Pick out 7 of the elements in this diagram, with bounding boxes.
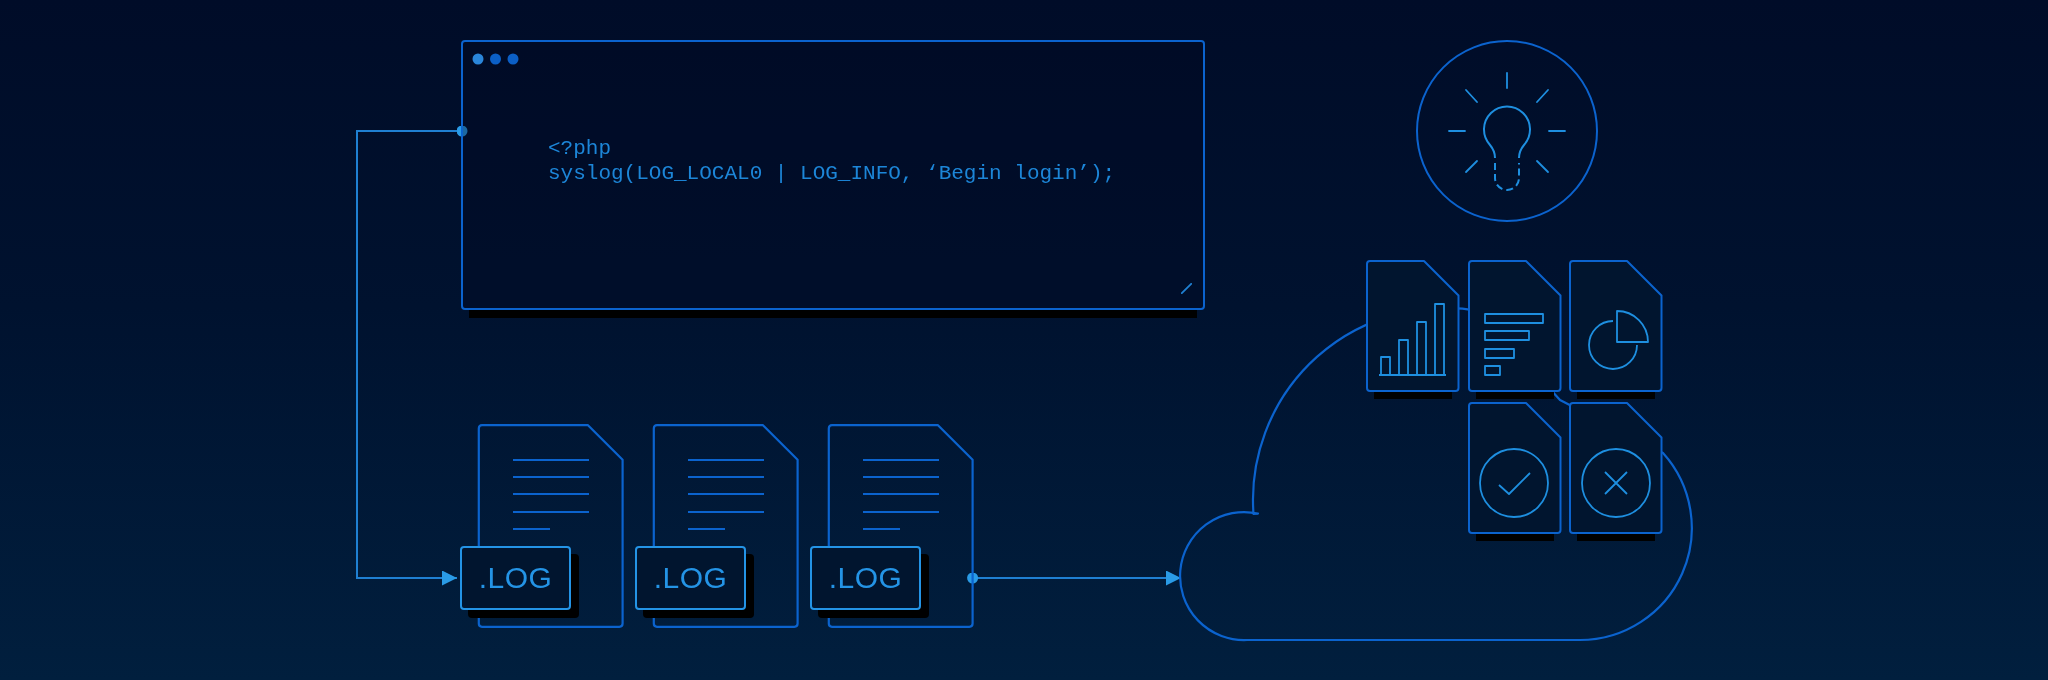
connector-arrow xyxy=(356,125,468,586)
code-line: syslog(LOG_LOCAL0 | LOG_INFO, ‘Begin login’); xyxy=(548,161,1116,186)
log-file-document xyxy=(810,424,974,628)
connector-arrow xyxy=(967,570,1182,586)
log-file-document xyxy=(460,424,624,628)
log-file-document xyxy=(635,424,799,628)
code-line: <?php xyxy=(548,136,611,161)
